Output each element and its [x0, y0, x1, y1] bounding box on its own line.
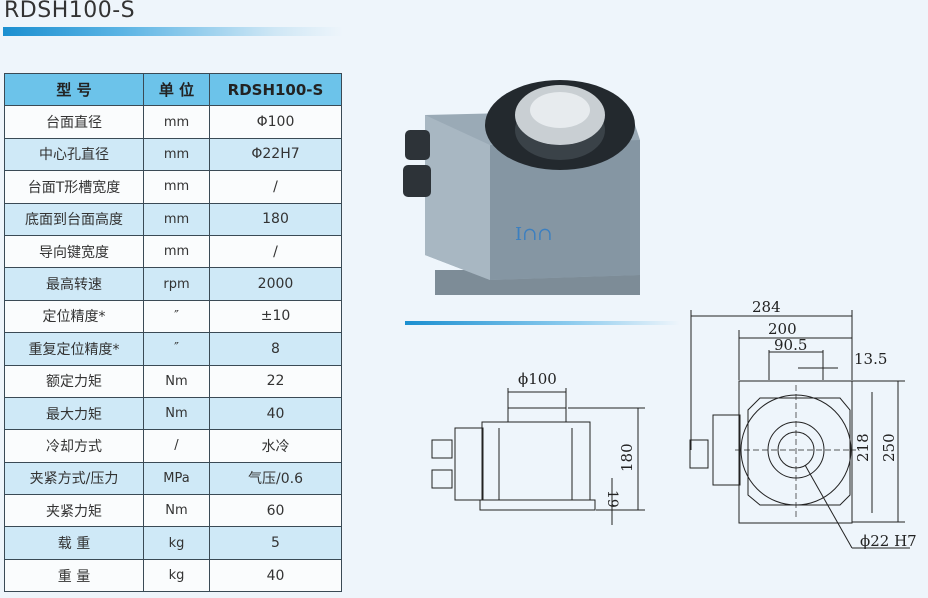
cell-value: 40	[209, 396, 342, 431]
side-base-label: 19	[604, 490, 620, 508]
side-view-drawing: ϕ100 180 19	[431, 370, 645, 525]
offset-13-5-label: 13.5	[854, 350, 887, 368]
table-row: 重复定位精度*″8	[4, 332, 342, 366]
cell-param: 最高转速	[4, 267, 144, 301]
header-unit: 单 位	[143, 72, 210, 107]
cell-value: 2000	[209, 267, 342, 301]
cell-param: 夹紧方式/压力	[4, 461, 144, 496]
cell-unit: kg	[143, 526, 210, 560]
product-photo: I∩∩	[403, 80, 640, 295]
width-284-label: 284	[752, 298, 781, 316]
cell-param: 底面到台面高度	[4, 202, 144, 236]
table-row: 冷却方式/水冷	[4, 429, 342, 463]
cell-unit: Nm	[143, 494, 210, 528]
bore-label: ϕ22 H7	[860, 532, 917, 550]
cell-param: 台面T形槽宽度	[4, 170, 144, 204]
cell-unit: rpm	[143, 267, 210, 301]
page-title: RDSH100-S	[4, 0, 136, 23]
cell-param: 最大力矩	[4, 396, 144, 431]
cell-value: /	[209, 170, 342, 204]
cell-unit: ″	[143, 332, 210, 366]
cell-value: ±10	[209, 299, 342, 334]
cell-value: 水冷	[209, 429, 342, 463]
cell-value: 5	[209, 526, 342, 560]
table-row: 定位精度*″±10	[4, 299, 342, 334]
width-200-label: 200	[768, 320, 797, 338]
header-model: 型 号	[4, 72, 144, 107]
title-underline	[3, 27, 343, 36]
side-height-label: 180	[618, 443, 636, 472]
cell-value: Φ22H7	[209, 137, 342, 172]
cell-param: 额定力矩	[4, 364, 144, 398]
width-90-5-label: 90.5	[774, 336, 807, 354]
cell-unit: mm	[143, 234, 210, 269]
cell-param: 冷却方式	[4, 429, 144, 463]
cell-unit: MPa	[143, 461, 210, 496]
cell-unit: mm	[143, 170, 210, 204]
cell-unit: ″	[143, 299, 210, 334]
cell-value: /	[209, 234, 342, 269]
cell-param: 台面直径	[4, 105, 144, 139]
cell-param: 载 重	[4, 526, 144, 560]
cell-value: 180	[209, 202, 342, 236]
header-value: RDSH100-S	[209, 72, 342, 107]
cell-param: 重复定位精度*	[4, 332, 144, 366]
cell-unit: mm	[143, 137, 210, 172]
cell-value: 气压/0.6	[209, 461, 342, 496]
cell-param: 重 量	[4, 558, 144, 593]
cell-param: 夹紧力矩	[4, 494, 144, 528]
svg-text:I∩∩: I∩∩	[515, 224, 552, 245]
cell-unit: mm	[143, 202, 210, 236]
cell-unit: mm	[143, 105, 210, 139]
cell-value: 8	[209, 332, 342, 366]
section-divider	[405, 321, 680, 325]
height-250-label: 250	[880, 433, 898, 462]
cell-value: 40	[209, 558, 342, 593]
cell-unit: /	[143, 429, 210, 463]
side-dia-label: ϕ100	[518, 370, 557, 388]
cell-param: 定位精度*	[4, 299, 144, 334]
cell-value: Φ100	[209, 105, 342, 139]
cell-param: 导向键宽度	[4, 234, 144, 269]
cell-param: 中心孔直径	[4, 137, 144, 172]
cell-unit: kg	[143, 558, 210, 593]
cell-value: 22	[209, 364, 342, 398]
cell-unit: Nm	[143, 364, 210, 398]
cell-unit: Nm	[143, 396, 210, 431]
top-view-drawing: 284 200 90.5 13.5 218 250 ϕ22 H7	[689, 298, 917, 550]
height-218-label: 218	[854, 433, 872, 462]
cell-value: 60	[209, 494, 342, 528]
